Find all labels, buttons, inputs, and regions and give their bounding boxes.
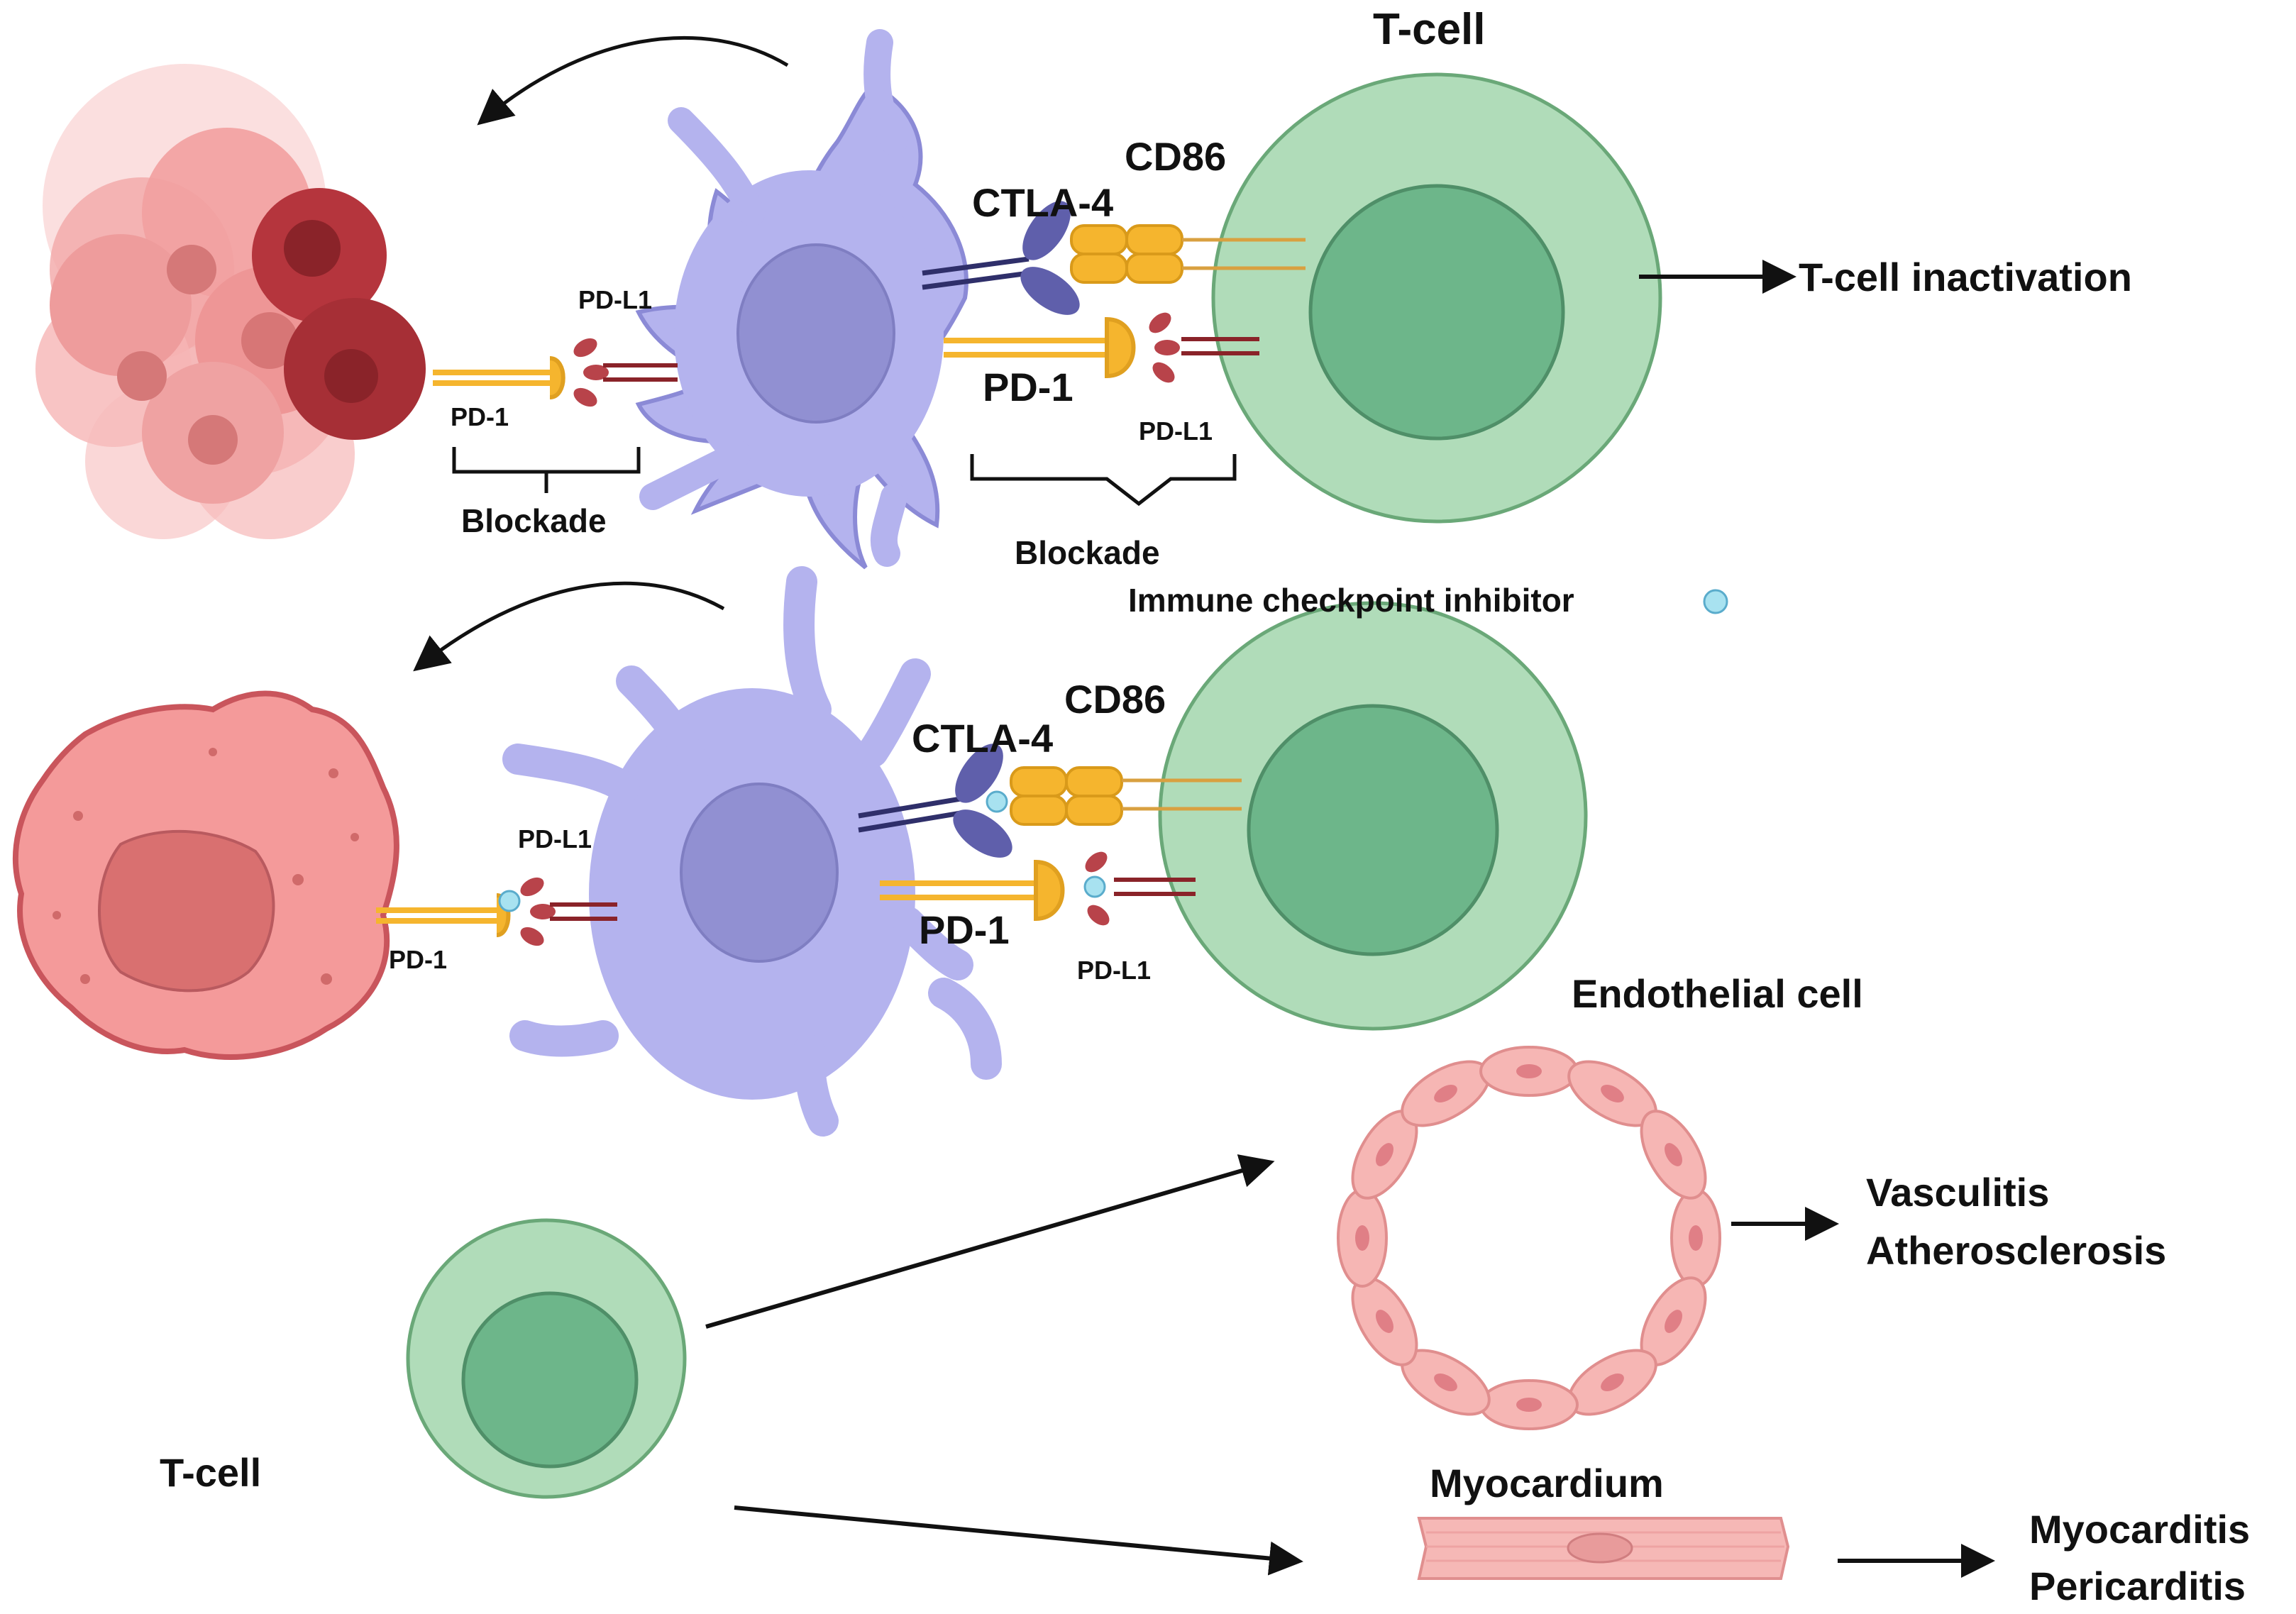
vascular-outcome-1: Vasculitis [1866,1170,2049,1215]
endothelial-nucleus [1434,1373,1457,1392]
dendritic-cell-middle [502,566,1002,1137]
bracket-right-top [970,454,1237,507]
endothelial-title: Endothelial cell [1572,971,1863,1016]
mid-cd86-label: CD86 [1064,677,1166,722]
cardiac-outcome-2: Pericarditis [2029,1564,2246,1608]
endothelial-nucleus [1434,1084,1457,1102]
myocardium-title: Myocardium [1430,1461,1664,1505]
curved-arrow-top [477,35,789,126]
top-outcome-label: T-cell inactivation [1799,255,2132,299]
vascular-outcome-2: Atherosclerosis [1866,1228,2166,1273]
endothelial-nucleus [1601,1373,1624,1392]
endothelial-nucleus [1689,1225,1703,1251]
top-ctla4-label: CTLA-4 [972,180,1113,225]
inhibitor-legend-dot [1703,589,1728,614]
curved-arrow-middle [413,581,725,672]
endothelial-nucleus [1665,1310,1683,1333]
pd1-pdl1-right-top [944,312,1259,383]
top-cd86-label: CD86 [1125,134,1226,179]
mid-pd1-center-label: PD-1 [919,907,1010,952]
top-pd1-center-label: PD-1 [983,365,1074,409]
ctla4-cd86-middle [858,744,1242,858]
tumor-cell-middle [12,690,399,1060]
endothelial-nucleus [1355,1225,1369,1251]
mid-ctla4-label: CTLA-4 [912,716,1053,761]
ctla4-cd86-top [922,201,1306,315]
arrow-to-endothelial [705,1154,1275,1329]
tcell-bottom [406,1218,687,1499]
bottom-tcell-label: T-cell [160,1450,261,1495]
endothelial-nucleus [1516,1398,1542,1412]
mid-pd1-left-label: PD-1 [389,945,447,974]
mid-pdl1-left-label: PD-L1 [518,824,592,853]
pd1-pdl1-left-middle [376,877,617,946]
top-blockade-left-label: Blockade [461,502,607,539]
pd1-pdl1-left-top [433,338,678,407]
endothelial-nucleus [1516,1064,1542,1078]
bracket-left-top [452,447,641,493]
top-pdl1-right-label: PD-L1 [1139,416,1213,446]
mid-pdl1-right-label: PD-L1 [1077,956,1151,985]
arrow-to-myocardium [734,1505,1303,1576]
cardiac-outcome-1: Myocarditis [2029,1507,2250,1552]
top-pd1-left-label: PD-1 [451,402,509,431]
endothelial-nucleus [1665,1143,1683,1166]
dendritic-cell-top [635,29,968,570]
tcell-middle [1158,601,1588,1031]
top-tcell-title: T-cell [1373,5,1486,54]
endothelial-nucleus [1375,1143,1393,1166]
endothelial-vessel [1337,1046,1721,1430]
pd1-pdl1-right-middle [880,851,1196,926]
endothelial-nucleus [1375,1310,1393,1333]
top-blockade-right-label: Blockade [1015,534,1160,571]
myocardium-strip [1417,1517,1790,1580]
top-pdl1-left-label: PD-L1 [578,285,652,314]
inhibitor-legend-label: Immune checkpoint inhibitor [1128,582,1574,619]
endothelial-nucleus [1601,1084,1624,1102]
tumor-cluster [35,64,426,539]
tcell-top [1211,72,1662,524]
